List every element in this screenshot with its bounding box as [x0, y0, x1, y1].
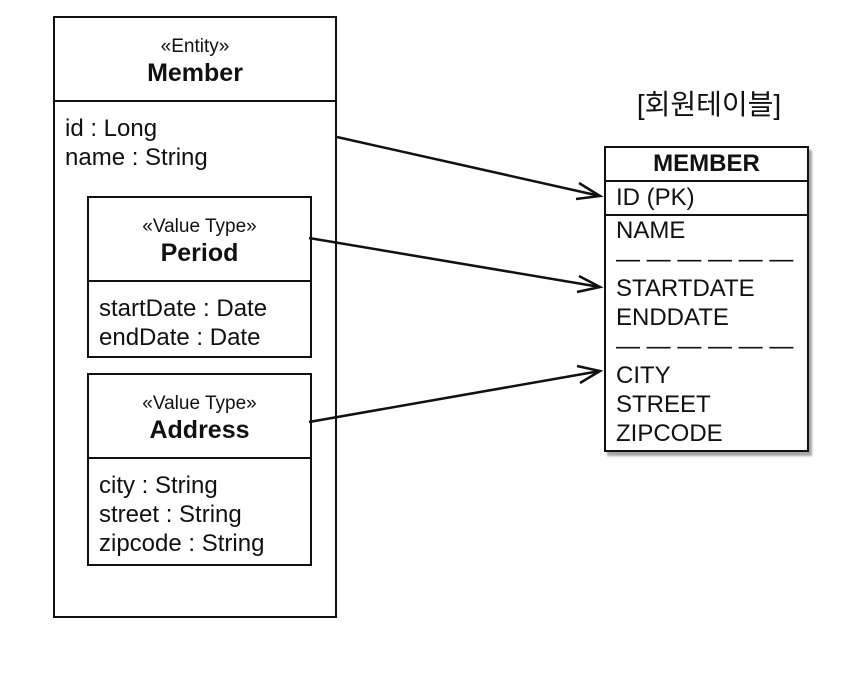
address-header: «Value Type» Address [89, 375, 310, 459]
column-separator: — — — — — — [616, 246, 794, 273]
address-value-type-box: «Value Type» Address city : String stree… [87, 373, 312, 566]
arrowhead-icon [575, 181, 604, 201]
entity-stereotype: «Entity» [160, 36, 230, 57]
attribute-zipcode: zipcode : String [99, 530, 265, 557]
arrow-period-to-columns [308, 236, 601, 289]
table-columns: NAME — — — — — — STARTDATE ENDDATE — — —… [606, 216, 807, 448]
attribute-id: id : Long [65, 115, 158, 142]
entity-name: Member [147, 59, 243, 87]
column-name: NAME [616, 217, 686, 244]
arrowhead-icon [576, 364, 604, 385]
period-header: «Value Type» Period [89, 198, 310, 282]
column-separator: — — — — — — [616, 333, 794, 360]
table-name: MEMBER [606, 148, 807, 182]
arrow-address-to-columns [308, 369, 601, 424]
attribute-name: name : String [65, 144, 208, 171]
table-caption: [회원테이블] [636, 89, 782, 120]
attribute-street: street : String [99, 501, 242, 528]
member-table-box: MEMBER ID (PK) NAME — — — — — — STARTDAT… [604, 146, 809, 452]
attribute-startdate: startDate : Date [99, 295, 268, 322]
primary-key-column: ID (PK) [606, 182, 807, 216]
address-attributes: city : String street : String zipcode : … [89, 459, 310, 558]
column-street: STREET [616, 391, 711, 418]
arrowhead-icon [576, 274, 604, 294]
column-enddate: ENDDATE [616, 304, 729, 331]
address-name: Address [149, 416, 250, 444]
period-name: Period [160, 239, 239, 267]
period-stereotype: «Value Type» [142, 216, 257, 237]
member-entity-header: «Entity» Member [55, 18, 335, 102]
attribute-city: city : String [99, 472, 218, 499]
period-attributes: startDate : Date endDate : Date [89, 282, 310, 352]
period-value-type-box: «Value Type» Period startDate : Date end… [87, 196, 312, 358]
arrow-member-to-table [336, 135, 601, 198]
column-city: CITY [616, 362, 671, 389]
column-startdate: STARTDATE [616, 275, 755, 302]
member-attributes: id : Long name : String [55, 102, 335, 172]
address-stereotype: «Value Type» [142, 393, 257, 414]
column-zipcode: ZIPCODE [616, 420, 723, 447]
member-entity-box: «Entity» Member id : Long name : String … [53, 16, 337, 618]
attribute-enddate: endDate : Date [99, 324, 261, 351]
